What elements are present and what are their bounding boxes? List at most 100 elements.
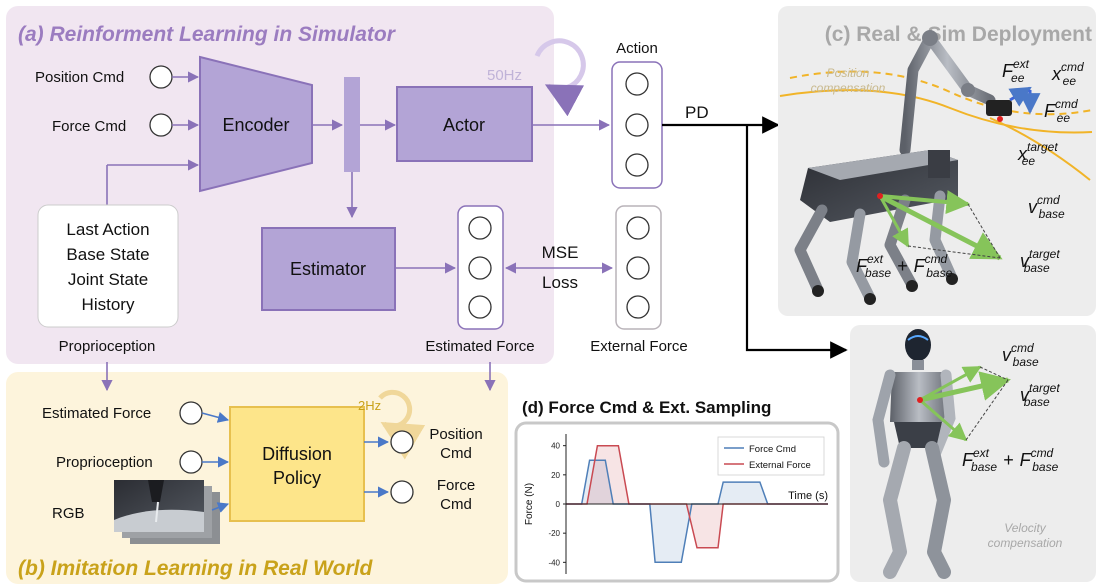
y-axis-label: Force (N) — [524, 483, 535, 525]
humanoid-dashed-2 — [965, 379, 1009, 441]
mse-label-2: Loss — [542, 273, 578, 292]
humanoid-f-base-arrow — [919, 398, 968, 442]
position-compensation-label-1: Position — [827, 66, 870, 80]
estimated-force-node-3 — [468, 295, 492, 319]
actor-label: Actor — [443, 115, 485, 135]
state-box — [37, 204, 179, 328]
external-force-label: External Force — [590, 338, 688, 355]
pd-label: PD — [685, 103, 709, 122]
x-axis-label: Time (s) — [788, 490, 828, 502]
estimated-force-node-1 — [468, 216, 492, 240]
diffusion-policy-block — [229, 406, 365, 522]
estimated-force-input-node — [179, 401, 203, 425]
quad-f-base-arrow — [878, 195, 910, 248]
position-cmd-label: Position Cmd — [35, 69, 124, 86]
humanoid-robot-image — [872, 329, 956, 579]
proprioception-label-b: Proprioception — [56, 454, 153, 471]
action-label: Action — [616, 40, 658, 57]
encoder-block — [199, 55, 313, 193]
proprioception-input-node — [179, 450, 203, 474]
state-line-1: Last Action — [66, 220, 149, 239]
force-cmd-output-node — [390, 480, 414, 504]
ee-target-trajectory — [779, 89, 1093, 134]
panel-c-title: (c) Real & Sim Deployment — [825, 23, 1092, 46]
ee-point — [997, 116, 1003, 122]
action-node-1 — [625, 72, 649, 96]
quad-v-target-arrow — [878, 193, 1003, 261]
quad-dashed-2 — [907, 245, 1001, 259]
force-cmd-label: Force Cmd — [52, 118, 126, 135]
force-cmd-output-label-2: Cmd — [440, 496, 472, 513]
y-tick-label: 40 — [551, 442, 560, 451]
arrow-estforce-to-policy — [201, 411, 230, 423]
position-cmd-output-node — [390, 430, 414, 454]
arrow-pd-to-humanoid — [745, 125, 848, 359]
quad-dashed-1 — [967, 203, 1001, 259]
y-tick-label: 0 — [556, 500, 561, 509]
rate-2hz-label: 2Hz — [358, 398, 381, 413]
series-area-0 — [566, 460, 828, 563]
loop-arrow-50hz — [534, 38, 586, 117]
force-cmd-output-label-1: Force — [437, 477, 475, 494]
estimated-force-label-a: Estimated Force — [425, 338, 534, 355]
encoder-label: Encoder — [222, 115, 289, 135]
quad-base-point — [877, 193, 883, 199]
external-force-node-2 — [626, 256, 650, 280]
panel-d-title: (d) Force Cmd & Ext. Sampling — [522, 398, 771, 417]
mse-label-1: MSE — [542, 243, 579, 262]
force-sampling-chart: -40 -20 0 20 40 Time (s) Force (N) Force Cmd… — [524, 434, 828, 574]
humanoid-v-cmd-arrow — [919, 365, 982, 402]
action-node-3 — [625, 153, 649, 177]
chart-legend: Force Cmd External Force — [717, 436, 825, 476]
series-area-1 — [566, 445, 828, 548]
panel-a-title: (a) Reinforment Learning in Simulator — [18, 23, 397, 46]
quad-v-cmd-arrow — [879, 190, 971, 214]
rate-50hz-label: 50Hz — [487, 67, 522, 84]
y-tick-label: 20 — [551, 471, 560, 480]
humanoid-base-point — [917, 397, 923, 403]
rgb-image-stack — [114, 480, 220, 544]
force-cmd-node — [149, 113, 173, 137]
humanoid-dashed-1 — [979, 366, 1009, 381]
quadruped-robot-image — [794, 30, 1012, 305]
loop-arrow-2hz — [378, 389, 426, 460]
estimator-label: Estimator — [290, 259, 366, 279]
state-line-4: History — [82, 295, 135, 314]
external-force-node-1 — [626, 216, 650, 240]
state-line-2: Base State — [66, 245, 149, 264]
actor-block — [396, 86, 533, 162]
estimator-block — [261, 227, 396, 311]
action-node-2 — [625, 113, 649, 137]
ee-target-trajectory-tail — [989, 117, 1091, 181]
position-compensation-label-2: compensation — [811, 81, 886, 95]
proprioception-label-a: Proprioception — [59, 338, 156, 355]
position-cmd-output-label-2: Cmd — [440, 445, 472, 462]
legend-label-external-force: External Force — [749, 460, 811, 471]
position-cmd-node — [149, 65, 173, 89]
external-force-node-3 — [626, 295, 650, 319]
state-line-3: Joint State — [68, 270, 148, 289]
ee-cmd-trajectory — [789, 70, 1093, 116]
velocity-compensation-label-1: Velocity — [1004, 521, 1047, 535]
diffusion-policy-label-1: Diffusion — [262, 444, 332, 464]
y-tick-label: -40 — [548, 558, 560, 567]
estimated-force-node-2 — [468, 256, 492, 280]
legend-label-force-cmd: Force Cmd — [749, 444, 796, 455]
arrow-rgb-to-policy — [211, 502, 230, 513]
latent-vector — [344, 77, 360, 172]
y-tick-label: -20 — [548, 529, 560, 538]
panel-b-title: (b) Imitation Learning in Real World — [18, 557, 373, 580]
estimated-force-label-b: Estimated Force — [42, 405, 151, 422]
velocity-compensation-label-2: compensation — [988, 536, 1063, 550]
